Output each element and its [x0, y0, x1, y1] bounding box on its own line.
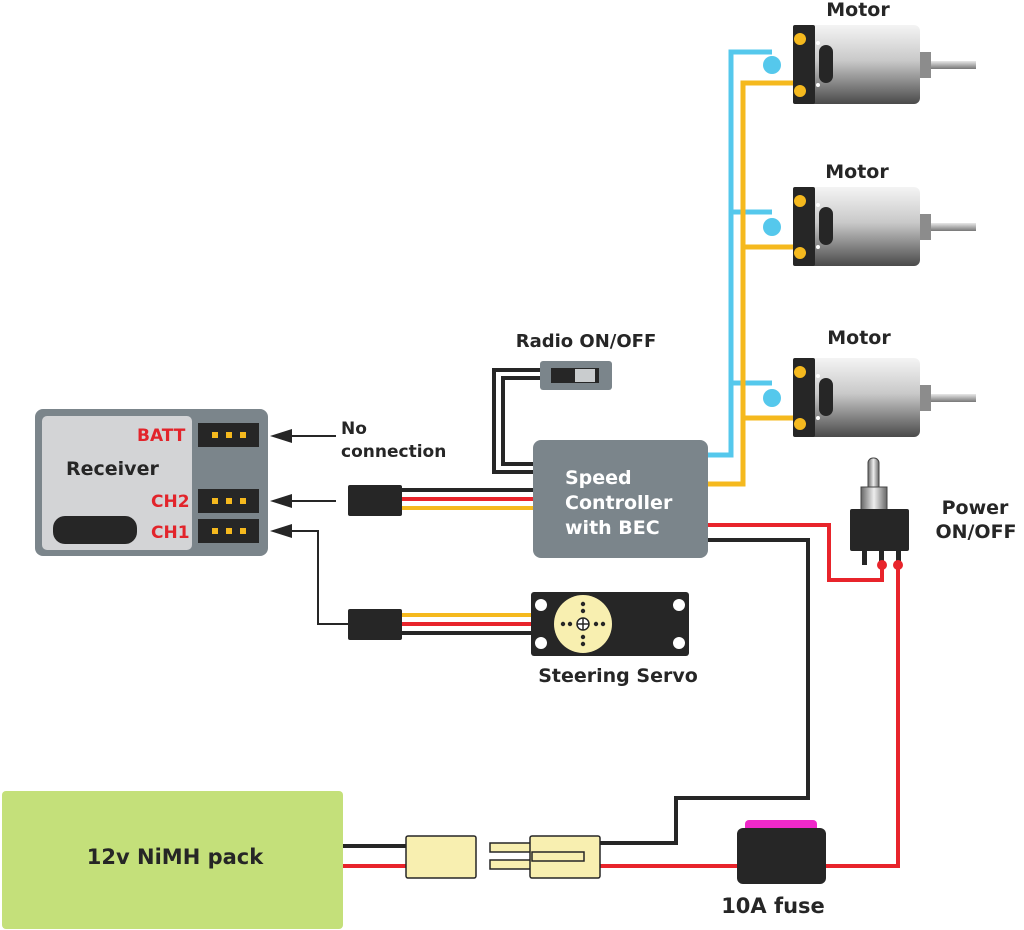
radio-switch-wires [492, 368, 541, 474]
radio-switch-label: Radio ON/OFF [516, 331, 657, 352]
esc-label-line3: with BEC [565, 517, 660, 539]
speed-controller: Speed Controller with BEC [533, 440, 708, 558]
radio-switch[interactable] [540, 361, 612, 390]
fuse-red-to-switch [826, 565, 900, 868]
motor-can [808, 25, 920, 104]
motor-yellow-wires [708, 80, 800, 487]
steering-servo [531, 592, 689, 656]
motor-shaft [918, 61, 976, 69]
servo-label: Steering Servo [538, 665, 698, 687]
motor-2-label: Motor [825, 161, 889, 183]
esc-lead-connector [348, 485, 402, 516]
motor-shaft [918, 394, 976, 402]
esc-signal-lead [402, 488, 533, 510]
radio-wire-outer [492, 368, 541, 474]
arrow-no-connection [270, 429, 336, 443]
motor-2 [763, 187, 976, 266]
motor-3-label: Motor [827, 327, 891, 349]
fuse-label: 10A fuse [721, 894, 825, 918]
motor-bearing [917, 385, 931, 411]
esc-plug-male [489, 835, 601, 879]
radio-wire-inner [501, 376, 541, 466]
esc-label-line1: Speed [565, 467, 632, 489]
fuse [737, 820, 826, 884]
arrow-ch1 [270, 524, 348, 625]
arrow-ch2 [270, 494, 336, 508]
toggle-body [850, 509, 909, 551]
esc-red-to-switch [708, 523, 884, 582]
toggle-collar [860, 486, 888, 512]
port-ch2 [198, 489, 259, 513]
battery-pack: 12v NiMH pack [2, 791, 343, 929]
motor-terminal-blue [763, 56, 781, 74]
receiver-socket-block [53, 516, 137, 544]
wires [343, 49, 900, 868]
motor-shaft [918, 223, 976, 231]
power-switch-label-line1: Power [942, 497, 1009, 519]
servo-lead [402, 613, 533, 635]
motor-terminal-blue [763, 218, 781, 236]
motor-can [808, 358, 920, 437]
motor-1 [763, 25, 976, 104]
motor-bearing [917, 214, 931, 240]
battery-plug-female [405, 835, 477, 879]
motor-can [808, 187, 920, 266]
servo-lead-connector [348, 609, 402, 640]
motor-terminal-blue [763, 389, 781, 407]
battery-label: 12v NiMH pack [87, 845, 264, 869]
motor-3 [763, 358, 976, 437]
receiver-title: Receiver [66, 458, 159, 480]
port-label-ch1: CH1 [151, 523, 190, 543]
arrows [270, 429, 348, 625]
blue-bus [708, 49, 772, 458]
power-switch-label-line2: ON/OFF [935, 521, 1016, 543]
motor-bearing [917, 52, 931, 78]
esc-black-to-plug [600, 538, 810, 845]
receiver: Receiver BATT CH2 CH1 [35, 409, 268, 556]
motor-1-label: Motor [826, 0, 890, 21]
yellow-bus [708, 80, 800, 487]
port-ch1 [198, 519, 259, 543]
port-batt [198, 423, 259, 447]
no-connection-line2: connection [341, 442, 446, 462]
port-label-batt: BATT [137, 426, 186, 446]
motor-blue-wires [708, 49, 772, 458]
esc-label-line2: Controller [565, 492, 673, 514]
fuse-holder [737, 828, 826, 884]
port-label-ch2: CH2 [151, 492, 190, 512]
no-connection-line1: No [341, 419, 367, 439]
power-switch[interactable] [850, 457, 909, 570]
